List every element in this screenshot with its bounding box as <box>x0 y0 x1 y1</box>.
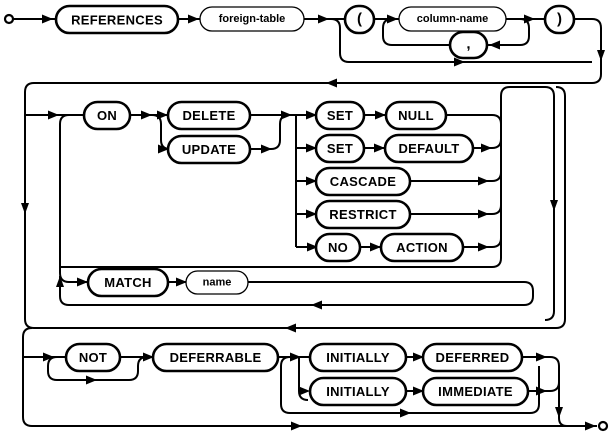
rail-sec2-collector <box>500 86 555 321</box>
label-deferred: DEFERRED <box>436 350 510 365</box>
arrow-to-restrict <box>306 209 317 219</box>
label-immediate: IMMEDIATE <box>438 384 513 399</box>
rail-immediate-merge <box>528 366 560 392</box>
rail-to-update <box>151 114 171 150</box>
label-comma: , <box>466 36 470 53</box>
label-foreign-table: foreign-table <box>219 13 286 25</box>
rail-default-merge <box>473 138 502 149</box>
rail-action-merge <box>463 237 502 248</box>
arrow-cascade-merge <box>478 176 489 186</box>
section-deferrable: NOT DEFERRABLE INITIALLY DEFERRED INITIA… <box>22 337 609 432</box>
arrow-match-wrapback <box>311 300 322 310</box>
label-references: REFERENCES <box>71 13 163 28</box>
arrow-sec3-collector-down <box>555 407 563 418</box>
label-rparen: ) <box>557 11 562 28</box>
label-action: ACTION <box>396 240 448 255</box>
arrow-to-initially2 <box>299 386 310 396</box>
label-column-name: column-name <box>417 13 489 25</box>
arrow-to-cascade <box>306 176 317 186</box>
label-initially-2: INITIALLY <box>326 384 390 399</box>
arrow-no-action <box>370 242 381 252</box>
label-set-2: SET <box>327 141 353 156</box>
arrow-initially-bypass <box>400 408 411 418</box>
arrow-to-no <box>307 242 318 252</box>
label-cascade: CASCADE <box>330 174 396 189</box>
label-update: UPDATE <box>182 142 236 157</box>
arrow-sec2-entry <box>48 110 59 120</box>
arrow-deferred-merge <box>536 352 547 362</box>
arrow-deferrable-out <box>290 352 301 362</box>
rail-collector-join <box>558 417 568 427</box>
arrow-comma-loop <box>489 40 500 50</box>
arrow-line1-wrapback <box>326 78 337 88</box>
label-on: ON <box>97 108 117 123</box>
arrow-delete-merge <box>281 110 292 120</box>
arrow-ft-to-lparen <box>318 14 329 24</box>
rail-update-merge <box>250 114 296 150</box>
arrow-line1-down <box>597 50 605 61</box>
arrow-sec2-wrapback <box>285 323 296 333</box>
label-restrict: RESTRICT <box>329 207 396 222</box>
start-circle <box>3 13 15 25</box>
label-default: DEFAULT <box>398 141 459 156</box>
arrow-match-name <box>176 277 187 287</box>
arrow-sec3-bypass <box>291 421 302 431</box>
arrow-default-merge <box>481 143 492 153</box>
rail-sec2-bypass <box>24 86 566 329</box>
rail-paren-bypass <box>330 18 592 63</box>
arrow-to-setnull <box>306 110 317 120</box>
section-on-match: ON DELETE UPDATE SET NULL SET <box>21 86 566 357</box>
arrow-to-deferrable <box>143 352 154 362</box>
arrow-sec3-entry <box>43 352 54 362</box>
rail-comma-loop-left <box>382 18 450 46</box>
arrow-initially2-immediate <box>413 386 424 396</box>
rail-cascade-merge <box>410 171 502 182</box>
arrow-start <box>42 14 53 24</box>
arrow-set-default <box>374 143 385 153</box>
label-initially-1: INITIALLY <box>326 350 390 365</box>
arrow-to-match <box>77 277 88 287</box>
rail-match-merge <box>59 276 534 306</box>
label-deferrable: DEFERRABLE <box>170 350 262 365</box>
arrow-restrict-merge <box>478 209 489 219</box>
end-circle <box>597 420 609 432</box>
arrow-col-to-rparen <box>524 14 535 24</box>
arrow-ref-to-ft <box>188 14 199 24</box>
rail-to-match <box>59 114 88 283</box>
arrow-on-out <box>141 110 152 120</box>
section-references: REFERENCES foreign-table ( column-name )… <box>3 4 605 115</box>
label-name: name <box>203 277 232 289</box>
label-set-1: SET <box>327 108 353 123</box>
arrow-immediate-merge <box>536 386 547 396</box>
arrow-sec2-bypass-down <box>21 203 29 214</box>
label-null: NULL <box>398 108 434 123</box>
label-delete: DELETE <box>182 108 235 123</box>
label-not: NOT <box>79 350 107 365</box>
arrow-set-null <box>375 110 386 120</box>
rail-initially-bypass <box>280 356 540 414</box>
arrow-match-up <box>56 276 64 287</box>
arrow-update-merge <box>261 144 272 154</box>
rail-sec3-entry-turn <box>22 327 33 357</box>
arrow-paren-bypass <box>454 57 465 67</box>
rail-line1-wrap <box>24 18 602 115</box>
rail-comma-loop-right <box>487 18 530 46</box>
rail-deferred-merge <box>522 356 560 367</box>
label-match: MATCH <box>104 275 151 290</box>
rail-restrict-merge <box>410 204 502 215</box>
arrow-not-bypass <box>86 375 97 385</box>
arrow-to-update <box>158 144 169 154</box>
label-lparen: ( <box>357 11 362 28</box>
label-no: NO <box>328 240 348 255</box>
arrow-sec2-collector-down <box>550 200 558 211</box>
arrow-end <box>585 421 596 431</box>
arrow-to-setdefault <box>306 143 317 153</box>
rail-action-merge-spine <box>60 114 502 268</box>
arrow-initially1-deferred <box>413 352 424 362</box>
arrow-noaction-merge <box>478 242 489 252</box>
